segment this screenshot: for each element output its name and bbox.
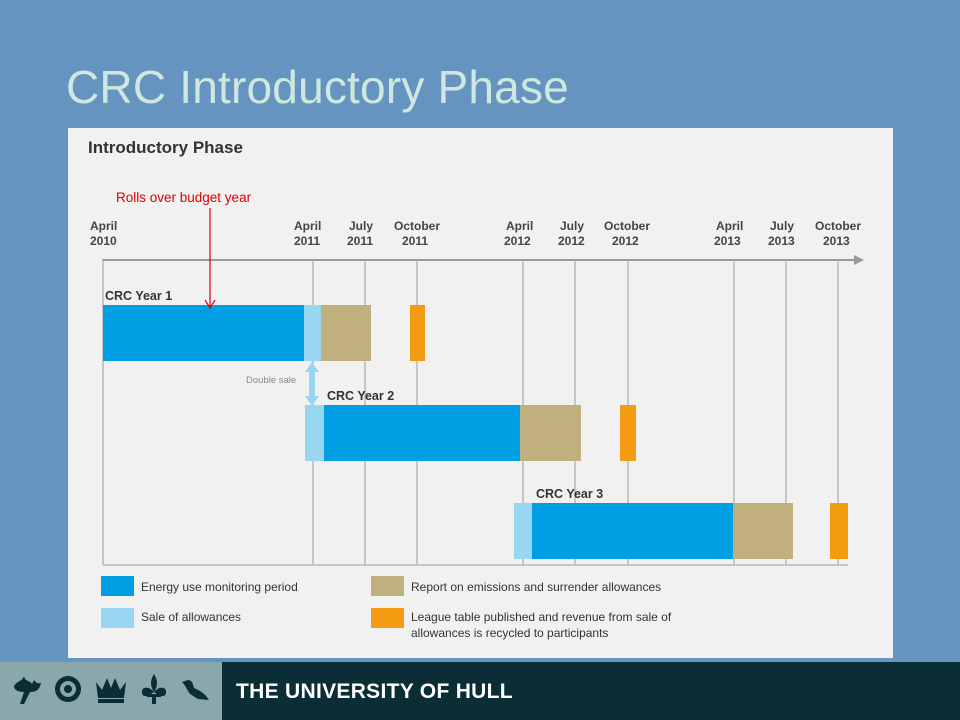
crc-timeline-diagram: Introductory Phase April 2010 April 2011… xyxy=(68,128,893,658)
legend-label-report: Report on emissions and surrender allowa… xyxy=(411,580,661,594)
legend-label-league-line1: League table published and revenue from … xyxy=(411,610,672,624)
annotation-arrow-icon xyxy=(204,208,216,310)
timeline-month-labels: April 2010 April 2011 July 2011 October … xyxy=(90,219,861,248)
tick-year-1: 2011 xyxy=(294,234,320,248)
year2-report-bar xyxy=(520,405,581,461)
row-label-year-3: CRC Year 3 xyxy=(536,487,603,501)
diagram-header-band xyxy=(68,128,893,176)
year3-monitoring-bar xyxy=(532,503,733,559)
tick-month-1: April xyxy=(294,219,321,233)
diagram-heading: Introductory Phase xyxy=(88,138,243,157)
tick-year-8: 2013 xyxy=(768,234,795,248)
tick-month-5: July xyxy=(560,219,584,233)
rolls-over-annotation: Rolls over budget year xyxy=(116,190,252,205)
tick-year-2: 2011 xyxy=(347,234,373,248)
year1-league-bar xyxy=(410,305,425,361)
tick-month-7: April xyxy=(716,219,743,233)
crown-icon xyxy=(92,672,130,711)
tick-month-2: July xyxy=(349,219,373,233)
tick-year-5: 2012 xyxy=(558,234,585,248)
year2-league-bar xyxy=(620,405,636,461)
slide-title: CRC Introductory Phase xyxy=(66,61,569,113)
year1-report-bar xyxy=(321,305,371,361)
tick-year-6: 2012 xyxy=(612,234,639,248)
tick-year-4: 2012 xyxy=(504,234,531,248)
tick-year-7: 2013 xyxy=(714,234,741,248)
tick-year-9: 2013 xyxy=(823,234,850,248)
university-name: THE UNIVERSITY OF HULL xyxy=(236,680,513,703)
year2-monitoring-bar xyxy=(324,405,520,461)
tick-year-0: 2010 xyxy=(90,234,117,248)
legend-swatch-league xyxy=(371,608,404,628)
tick-month-3: October xyxy=(394,219,440,233)
double-sale-label: Double sale xyxy=(246,375,296,386)
tick-month-0: April xyxy=(90,219,117,233)
row-label-year-2: CRC Year 2 xyxy=(327,389,394,403)
row-label-year-1: CRC Year 1 xyxy=(105,289,172,303)
bird-icon xyxy=(178,672,212,711)
torch-icon xyxy=(10,672,44,711)
legend-label-monitoring: Energy use monitoring period xyxy=(141,580,298,594)
tick-month-8: July xyxy=(770,219,794,233)
legend-swatch-report xyxy=(371,576,404,596)
year3-sale-bar xyxy=(514,503,532,559)
legend-background xyxy=(68,560,893,658)
year1-monitoring-bar xyxy=(103,305,304,361)
year1-sale-bar xyxy=(304,305,321,361)
legend-label-sale: Sale of allowances xyxy=(141,610,241,624)
tick-year-3: 2011 xyxy=(402,234,428,248)
legend-swatch-monitoring xyxy=(101,576,134,596)
timeline-arrowhead xyxy=(854,255,864,265)
crest-strip xyxy=(0,662,222,720)
legend: Energy use monitoring period Sale of all… xyxy=(101,576,672,640)
fleur-de-lis-icon xyxy=(137,672,171,711)
tick-month-4: April xyxy=(506,219,533,233)
tick-month-9: October xyxy=(815,219,861,233)
tick-month-6: October xyxy=(604,219,650,233)
rose-icon xyxy=(51,672,85,711)
legend-swatch-sale xyxy=(101,608,134,628)
year3-report-bar xyxy=(733,503,793,559)
year3-league-bar xyxy=(830,503,848,559)
double-sale-arrow-icon xyxy=(305,362,319,406)
year2-sale-bar xyxy=(305,405,324,461)
university-footer: THE UNIVERSITY OF HULL xyxy=(0,662,960,720)
legend-label-league-line2: allowances is recycled to participants xyxy=(411,626,608,640)
